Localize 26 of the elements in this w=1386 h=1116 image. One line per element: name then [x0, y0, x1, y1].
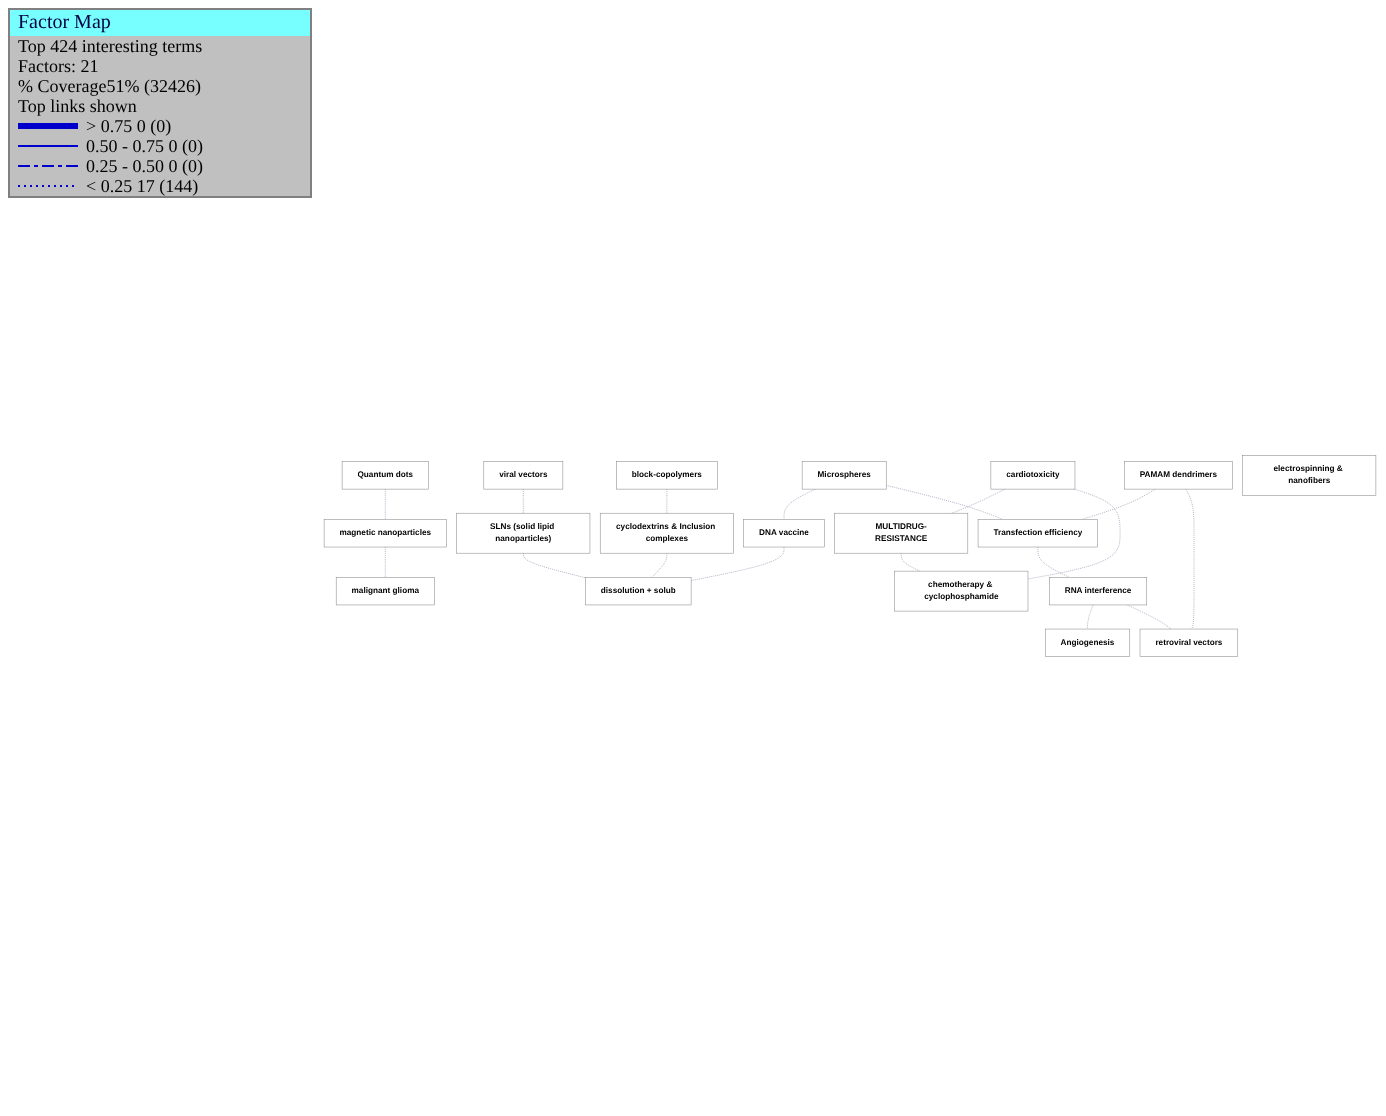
connector — [885, 485, 1004, 520]
legend-text: > 0.75 0 (0) — [86, 116, 172, 136]
legend-title: Factor Map — [10, 10, 310, 36]
connector — [783, 488, 816, 520]
connector — [666, 488, 668, 514]
legend-note: Top 424 interesting terms — [16, 36, 205, 56]
connector — [1027, 488, 1121, 580]
connector — [523, 488, 524, 514]
legend-text: 0.25 - 0.50 0 (0) — [86, 156, 203, 176]
connector — [690, 546, 785, 581]
connector — [384, 488, 386, 520]
connector — [951, 488, 1006, 514]
connector — [1087, 604, 1094, 630]
legend-text: 0.50 - 0.75 0 (0) — [86, 136, 203, 156]
connector — [1185, 488, 1195, 630]
connector — [1081, 488, 1156, 520]
legend-note: Top links shown — [16, 96, 139, 116]
legend-note: % Coverage51% (32426) — [16, 76, 203, 96]
connector — [651, 552, 668, 578]
connector — [384, 546, 386, 578]
connector — [1037, 546, 1070, 578]
legend-note: Factors: 21 — [16, 56, 101, 76]
connector — [900, 552, 921, 572]
legend-text: < 0.25 17 (144) — [86, 176, 199, 196]
connector — [523, 552, 586, 579]
connector — [1127, 604, 1172, 630]
